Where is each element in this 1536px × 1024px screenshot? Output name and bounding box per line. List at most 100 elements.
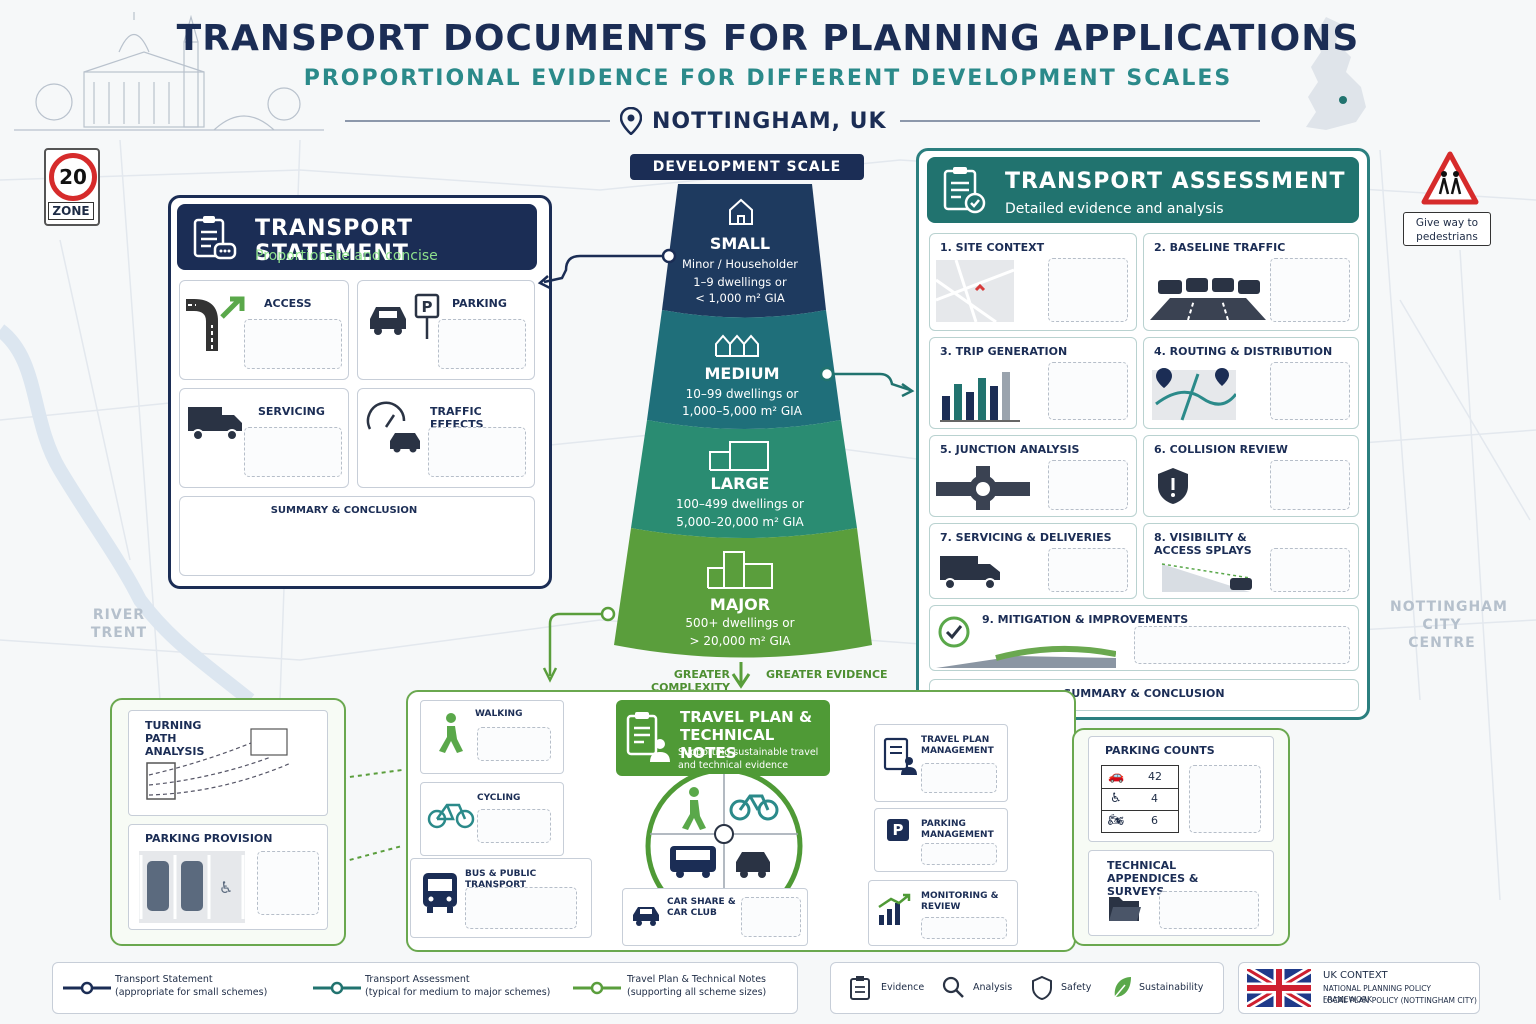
traffic-queue-icon <box>1150 278 1266 320</box>
scale-medium-desc1: 10–99 dwellings or <box>685 387 799 401</box>
ta-label-junction: 5. JUNCTION ANALYSIS <box>940 443 1080 456</box>
uk-context-title: UK CONTEXT <box>1323 970 1388 981</box>
safety-shield-icon <box>1032 975 1052 1001</box>
cycling-placeholder <box>477 809 551 843</box>
ta-card-collision: 6. COLLISION REVIEW <box>1143 435 1359 517</box>
transport-statement-subtitle: Proportionate and concise <box>255 248 438 264</box>
count-row-cars: 🚗 42 <box>1102 766 1178 789</box>
ta-label-trip-generation: 3. TRIP GENERATION <box>940 345 1068 358</box>
transport-assessment-panel: TRANSPORT ASSESSMENT Detailed evidence a… <box>916 148 1370 720</box>
ta-label-mitigation: 9. MITIGATION & IMPROVEMENTS <box>982 613 1189 626</box>
parking-counts-placeholder <box>1189 765 1261 833</box>
uk-context-line2: LOCAL PLAN POLICY (NOTTINGHAM CITY) <box>1323 996 1477 1005</box>
clipboard-manager-icon <box>883 737 917 775</box>
technical-appendices-doc: TECHNICAL APPENDICES & SURVEYS <box>1088 850 1274 936</box>
delivery-truck-icon <box>940 556 1000 590</box>
ts-card-summary: SUMMARY & CONCLUSION <box>179 496 535 576</box>
scale-large-desc1: 100–499 dwellings or <box>675 497 804 511</box>
ta-legend-line2: (typical for medium to major schemes) <box>365 987 551 998</box>
ta-legend-line1: Transport Assessment <box>365 974 470 985</box>
evidence-icon <box>850 976 870 1000</box>
location-label: NOTTINGHAM, UK <box>620 104 920 138</box>
ta-label-visibility: 8. VISIBILITY & ACCESS SPLAYS <box>1154 531 1252 557</box>
tp-legend-line1: Travel Plan & Technical Notes <box>627 974 766 985</box>
speedometer-car-icon <box>366 401 420 453</box>
ts-legend-line1: Transport Statement <box>115 974 213 985</box>
turning-path-drawing-icon <box>146 728 292 800</box>
greater-evidence-caption: GREATER EVIDENCE <box>766 668 888 681</box>
parking-counts-doc: PARKING COUNTS 🚗 42 ♿ 4 🏍 6 <box>1088 736 1274 842</box>
ta-label-routing: 4. ROUTING & DISTRIBUTION <box>1154 345 1333 358</box>
development-scale-funnel <box>614 184 872 658</box>
river-label: RIVER TRENT <box>90 607 148 641</box>
page-subtitle: PROPORTIONAL EVIDENCE FOR DIFFERENT DEVE… <box>303 66 1233 91</box>
ta-label-baseline-traffic: 2. BASELINE TRAFFIC <box>1154 241 1286 254</box>
pm-placeholder <box>921 843 997 865</box>
route-map-icon <box>1152 368 1236 421</box>
location-text: NOTTINGHAM, UK <box>652 108 887 134</box>
transport-statement-title: TRANSPORT STATEMENT <box>255 216 414 266</box>
bicycle-icon <box>427 803 475 829</box>
cycling-label: CYCLING <box>477 793 521 803</box>
legend-lines: Transport Statement (appropriate for sma… <box>52 962 798 1014</box>
travel-plan-management-label: TRAVEL PLAN MANAGEMENT <box>921 735 994 756</box>
scale-large-desc2: 5,000–20,000 m² GIA <box>676 515 804 529</box>
uk-map-icon <box>1306 17 1366 130</box>
city-centre-label: NOTTINGHAM CITY CENTRE <box>1390 599 1508 651</box>
car-count-icon: 🚗 <box>1108 769 1125 784</box>
union-jack-flag-icon <box>1247 969 1311 1007</box>
parking-provision-doc: PARKING PROVISION ♿ <box>128 824 328 930</box>
development-scale-label: DEVELOPMENT SCALE <box>630 154 864 180</box>
ta-label-site-context: 1. SITE CONTEXT <box>940 241 1045 254</box>
parking-p-icon: P <box>887 819 909 841</box>
scale-major-name: MAJOR <box>709 595 771 614</box>
ts-traffic-placeholder <box>428 427 526 477</box>
bus-label: BUS & PUBLIC TRANSPORT <box>465 869 537 890</box>
parking-provision-label: PARKING PROVISION <box>145 832 273 845</box>
bus-doc: BUS & PUBLIC TRANSPORT <box>410 858 592 938</box>
legend-icons: Evidence Analysis Safety Sustainability <box>830 962 1224 1014</box>
walking-label: WALKING <box>475 709 523 719</box>
monitoring-review-doc: MONITORING & REVIEW <box>868 880 1018 946</box>
ta-label-collision: 6. COLLISION REVIEW <box>1154 443 1288 456</box>
ta-card-servicing: 7. SERVICING & DELIVERIES <box>929 523 1137 599</box>
sustainable-transport-hub <box>645 774 803 914</box>
transport-statement-panel: TRANSPORT STATEMENT Proportionate and co… <box>168 195 552 589</box>
scale-major-desc2: > 20,000 m² GIA <box>689 634 791 648</box>
uk-context-line1: NATIONAL PLANNING POLICY FRAMEWORK <box>1323 984 1431 1004</box>
scale-medium-name: MEDIUM <box>704 364 780 383</box>
ts-legend-line2: (appropriate for small schemes) <box>115 987 268 998</box>
ta-legend-line <box>313 981 361 995</box>
ta-card-mitigation: 9. MITIGATION & IMPROVEMENTS <box>929 605 1359 671</box>
travel-plan-sub-1: Supporting sustainable travel <box>678 747 819 758</box>
parking-provision-placeholder <box>257 851 319 915</box>
uk-context-box: UK CONTEXT NATIONAL PLANNING POLICY FRAM… <box>1238 962 1480 1014</box>
walking-doc: WALKING <box>420 700 564 774</box>
count-row-accessible: ♿ 4 <box>1102 788 1178 811</box>
walking-person-icon <box>439 713 463 753</box>
safety-legend-label: Safety <box>1061 982 1092 993</box>
evidence-legend-label: Evidence <box>881 982 925 993</box>
turning-path-label: TURNING PATH ANALYSIS <box>145 719 205 758</box>
ts-servicing-label: SERVICING <box>258 405 325 418</box>
ts-card-traffic-effects: TRAFFIC EFFECTS <box>357 388 535 488</box>
scale-major-desc1: 500+ dwellings or <box>685 616 795 630</box>
travel-plan-header: TRAVEL PLAN & TECHNICAL NOTES Supporting… <box>616 700 830 776</box>
accessible-count-icon: ♿ <box>1110 791 1122 806</box>
mr-placeholder <box>921 917 1007 939</box>
cycling-doc: CYCLING <box>420 782 564 856</box>
ta-card-junction: 5. JUNCTION ANALYSIS <box>929 435 1137 517</box>
appendices-placeholder <box>1159 891 1259 929</box>
shield-warning-icon <box>1158 468 1188 504</box>
analysis-magnifier-icon <box>942 976 964 998</box>
ts-servicing-placeholder <box>244 427 342 477</box>
ta-servicing-placeholder <box>1048 548 1128 592</box>
transport-statement-header: TRANSPORT STATEMENT Proportionate and co… <box>177 204 537 270</box>
scale-medium-desc2: 1,000–5,000 m² GIA <box>682 404 802 418</box>
walking-placeholder <box>477 727 551 761</box>
bar-chart-icon <box>940 372 1020 422</box>
ta-site-placeholder <box>1048 258 1128 322</box>
ta-card-visibility: 8. VISIBILITY & ACCESS SPLAYS <box>1143 523 1359 599</box>
ta-junction-placeholder <box>1048 460 1128 510</box>
scale-small-name: SMALL <box>709 234 771 253</box>
